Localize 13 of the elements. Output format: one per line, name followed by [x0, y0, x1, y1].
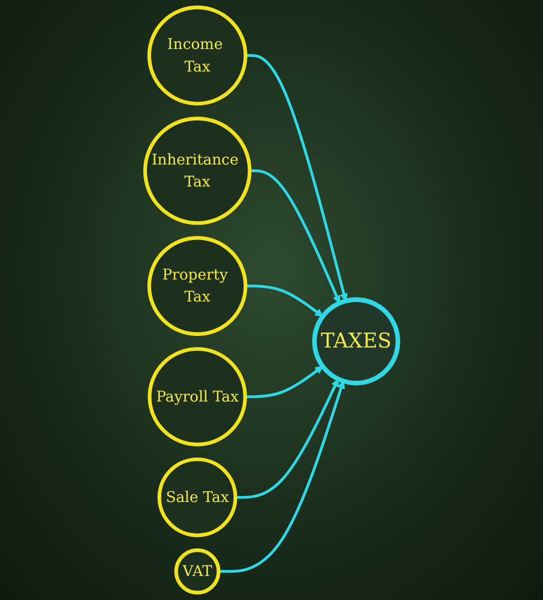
- arrow: [245, 366, 324, 398]
- circle-node: Inheritance Tax: [143, 116, 252, 225]
- arrow: [246, 54, 348, 302]
- circle-node: Property Tax: [147, 236, 248, 336]
- arrow: [235, 378, 339, 499]
- hub-circle: TAXES: [312, 297, 400, 386]
- circle-node: Payroll Tax: [148, 347, 247, 446]
- circle-node: VAT: [174, 548, 220, 594]
- circle-node: Sale Tax: [157, 457, 238, 538]
- arrow: [246, 284, 324, 317]
- arrow: [250, 169, 340, 304]
- circle-node: Income Tax: [147, 6, 248, 106]
- arrow: [218, 380, 345, 573]
